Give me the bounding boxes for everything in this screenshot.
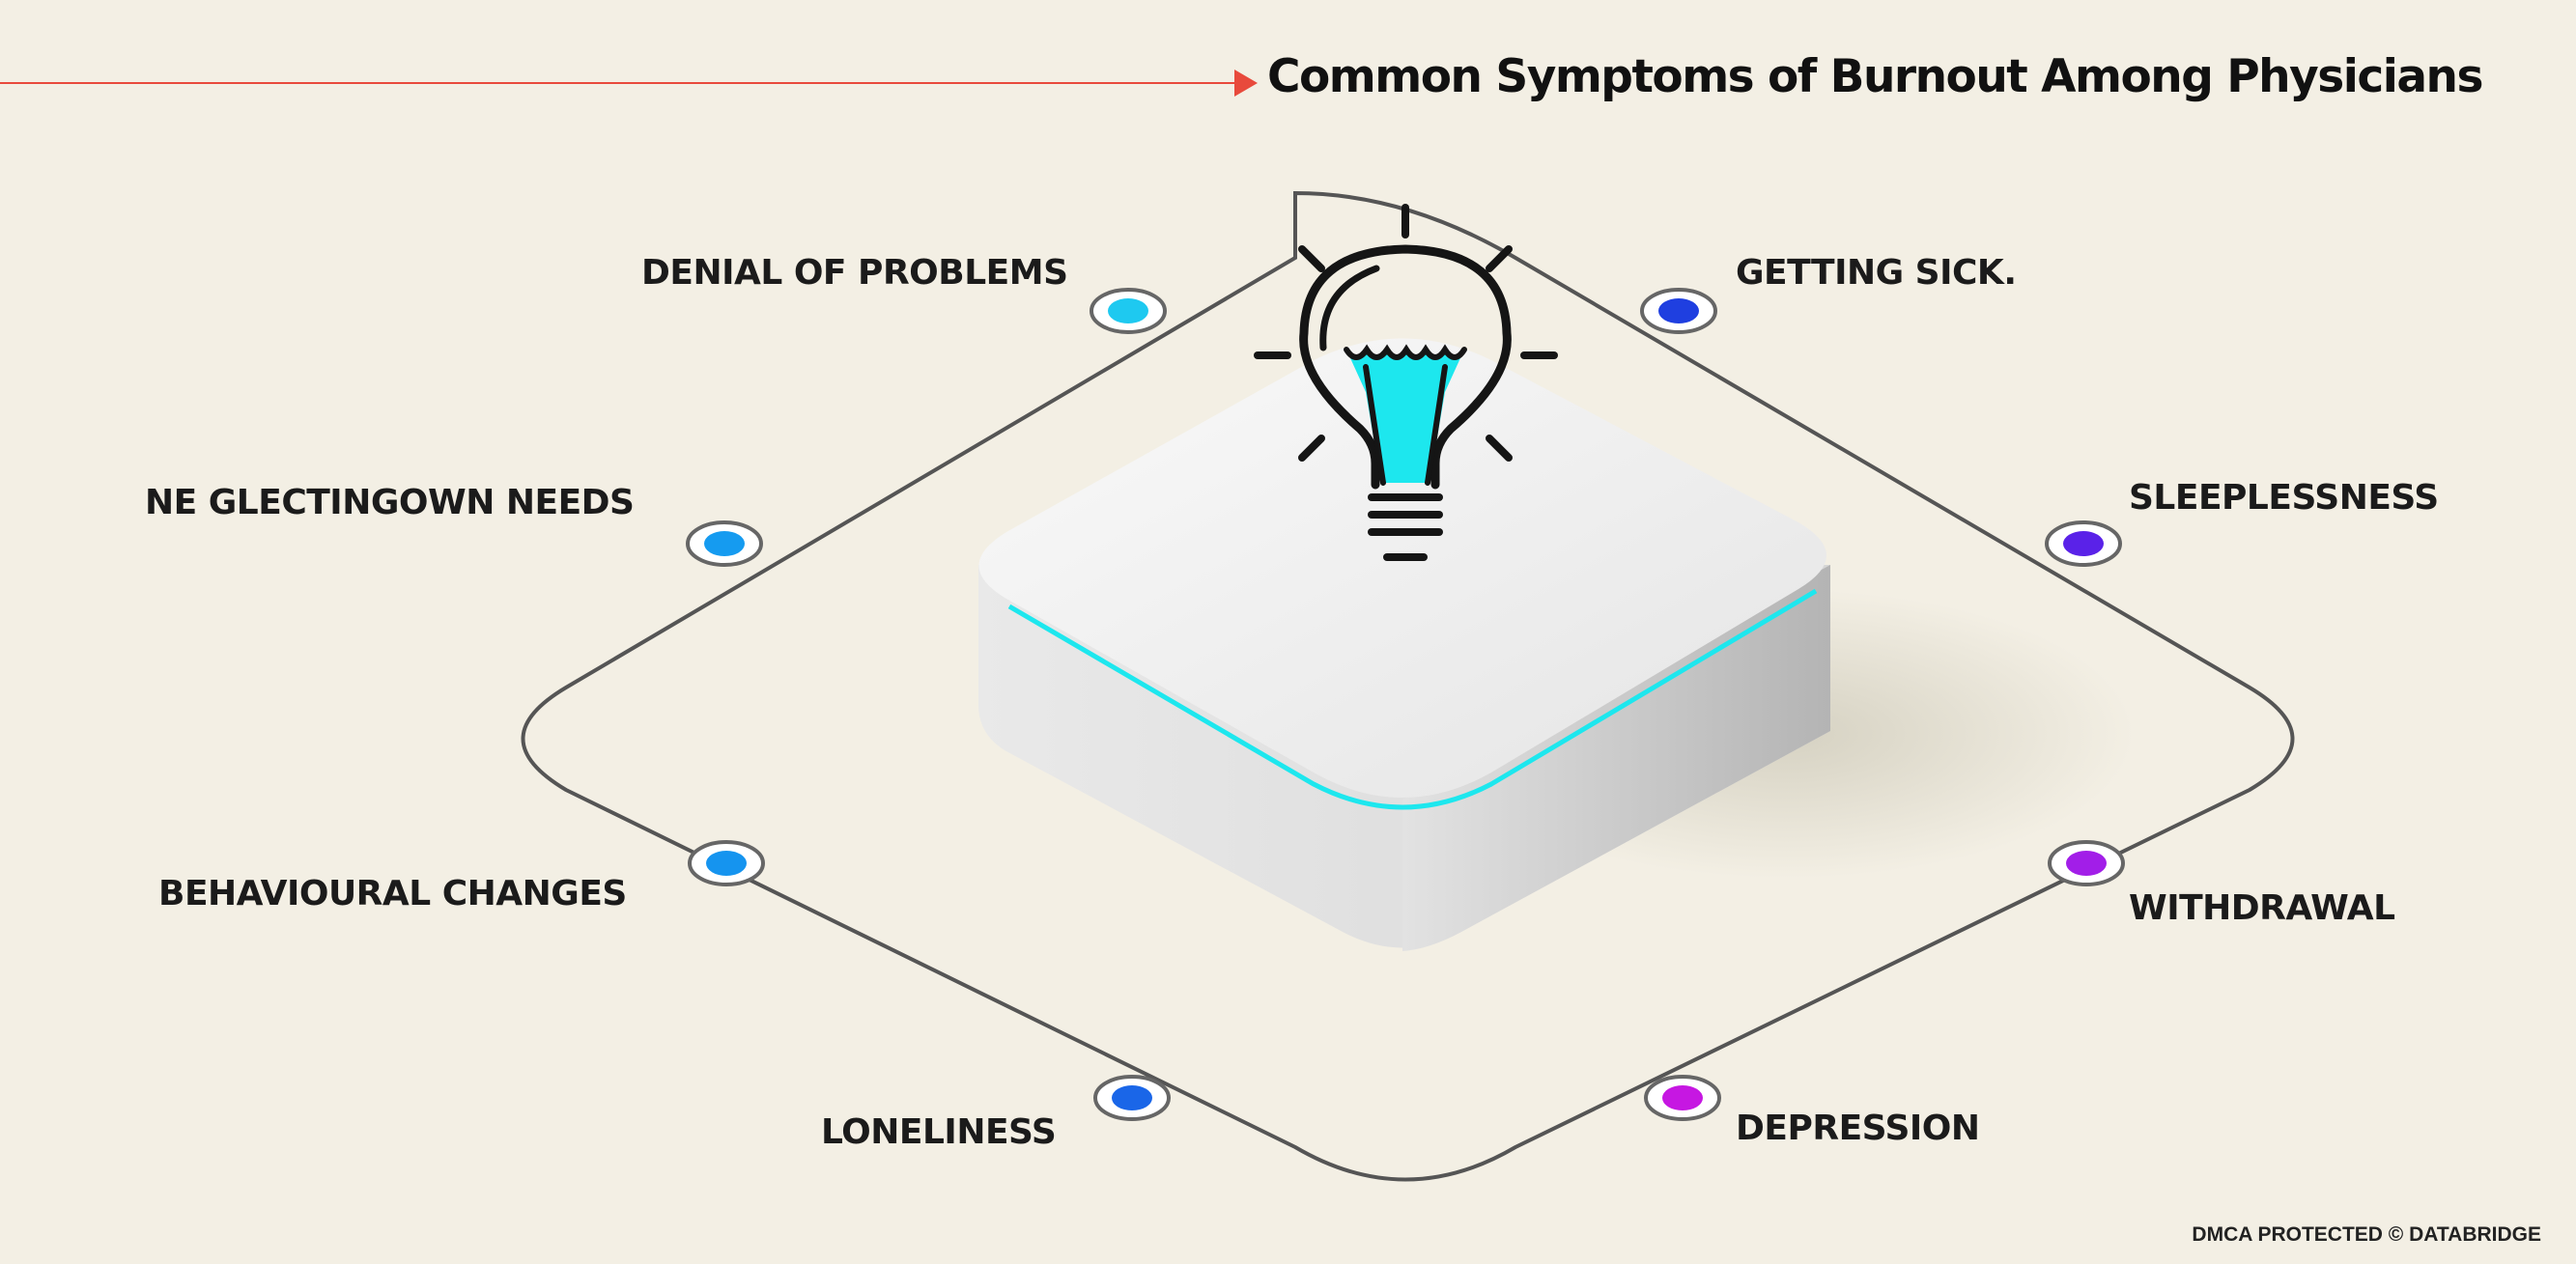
node-marker-sleeplessness [2045,520,2122,567]
node-marker-loneliness [1093,1075,1171,1121]
node-marker-denial [1090,288,1167,334]
node-marker-getting-sick [1640,288,1717,334]
node-marker-behavioural-changes [688,840,765,886]
lightbulb-icon [1254,204,1558,561]
node-marker-neglecting-needs [686,520,763,567]
node-label-neglecting-needs: NE GLECTINGOWN NEEDS [145,483,635,522]
title-arrow [0,70,1258,97]
node-label-loneliness: LONELINESS [821,1112,1057,1152]
node-marker-depression [1644,1075,1721,1121]
node-label-sleeplessness: SLEEPLESSNESS [2129,478,2439,518]
node-markers [686,288,2125,1121]
footer-copyright: DMCA PROTECTED © DATABRIDGE [2192,1223,2541,1246]
diamond-path [521,190,2295,1182]
diagram-title: Common Symptoms of Burnout Among Physici… [1267,50,2483,103]
platform [978,338,1830,951]
node-label-denial: DENIAL OF PROBLEMS [641,253,1068,293]
node-label-behavioural-changes: BEHAVIOURAL CHANGES [158,874,627,913]
node-label-depression: DEPRESSION [1736,1109,1980,1148]
node-label-withdrawal: WITHDRAWAL [2129,888,2395,928]
node-marker-withdrawal [2048,840,2125,886]
node-label-getting-sick: GETTING SICK. [1736,253,2017,293]
